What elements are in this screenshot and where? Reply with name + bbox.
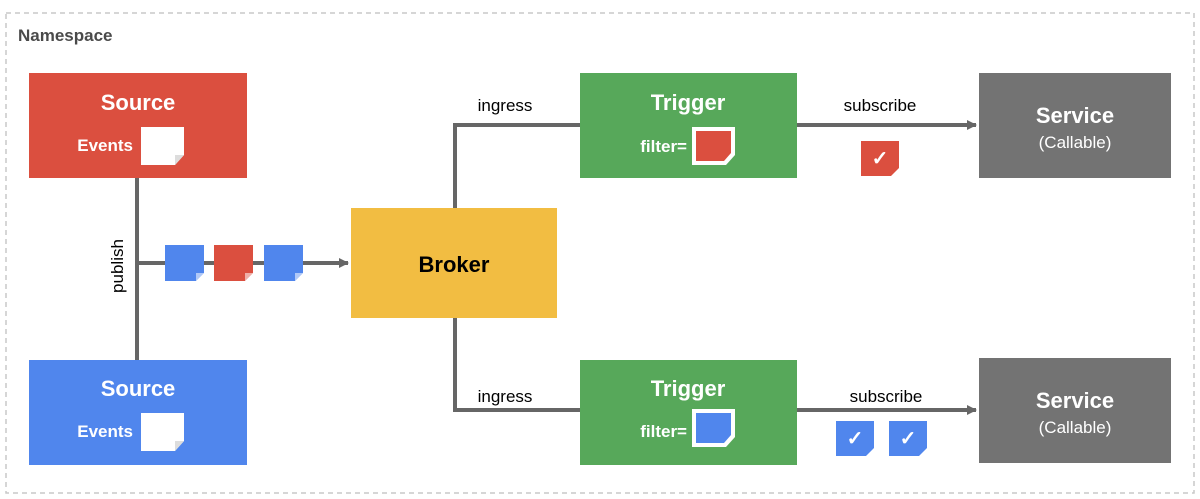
event-fold (295, 273, 303, 281)
event-document-icon (141, 127, 184, 165)
trigger-top: Trigger filter= (580, 73, 797, 178)
event-document-fold (175, 441, 184, 451)
check-icon: ✓ (847, 428, 864, 450)
event-document-fold (175, 155, 184, 165)
trigger-bottom-filter-label: filter= (640, 422, 687, 441)
delivered-event-blue-icon (836, 421, 874, 456)
ingress-label-bottom: ingress (478, 387, 533, 406)
service-bottom: Service (Callable) (979, 358, 1171, 463)
publish-label: publish (108, 239, 127, 293)
source-top-box (29, 73, 247, 178)
event-fold (245, 273, 253, 281)
delivered-event-blue-icon (889, 421, 927, 456)
service-bottom-box (979, 358, 1171, 463)
service-bottom-subtitle: (Callable) (1039, 418, 1112, 437)
source-top: Source Events (29, 73, 247, 178)
trigger-top-title: Trigger (651, 90, 726, 115)
delivered-events-bottom: ✓ ✓ (836, 421, 927, 456)
service-bottom-title: Service (1036, 388, 1114, 413)
filter-event-red-icon (696, 131, 731, 161)
namespace-boundary (5, 12, 1195, 494)
check-icon: ✓ (872, 148, 889, 170)
event-blue-icon (165, 245, 204, 281)
delivered-event-red-icon (861, 141, 899, 176)
delivered-event-top: ✓ (861, 141, 899, 176)
source-bottom: Source Events (29, 360, 247, 465)
source-top-events-label: Events (77, 136, 133, 155)
broker: Broker (351, 208, 557, 318)
filter-event-blue-icon (696, 413, 731, 443)
service-top-subtitle: (Callable) (1039, 133, 1112, 152)
source-bottom-title: Source (101, 376, 176, 401)
service-top: Service (Callable) (979, 73, 1171, 178)
namespace-label: Namespace (18, 26, 113, 45)
event-blue-icon (264, 245, 303, 281)
event-fold (196, 273, 204, 281)
subscribe-label-bottom: subscribe (850, 387, 923, 406)
trigger-top-box (580, 73, 797, 178)
event-red-icon (214, 245, 253, 281)
trigger-bottom-box (580, 360, 797, 465)
trigger-bottom-title: Trigger (651, 376, 726, 401)
source-top-title: Source (101, 90, 176, 115)
broker-to-trigger-bottom (453, 318, 580, 412)
source-bottom-box (29, 360, 247, 465)
event-document-icon (141, 413, 184, 451)
check-icon: ✓ (900, 428, 917, 450)
trigger-bottom: Trigger filter= (580, 360, 797, 465)
subscribe-label-top: subscribe (844, 96, 917, 115)
events-in-flight (165, 245, 303, 281)
service-top-title: Service (1036, 103, 1114, 128)
service-top-box (979, 73, 1171, 178)
ingress-label-top: ingress (478, 96, 533, 115)
broker-box (351, 208, 557, 318)
broker-to-trigger-top (453, 123, 580, 208)
source-bottom-events-label: Events (77, 422, 133, 441)
trigger-top-filter-label: filter= (640, 137, 687, 156)
broker-label: Broker (419, 252, 490, 277)
